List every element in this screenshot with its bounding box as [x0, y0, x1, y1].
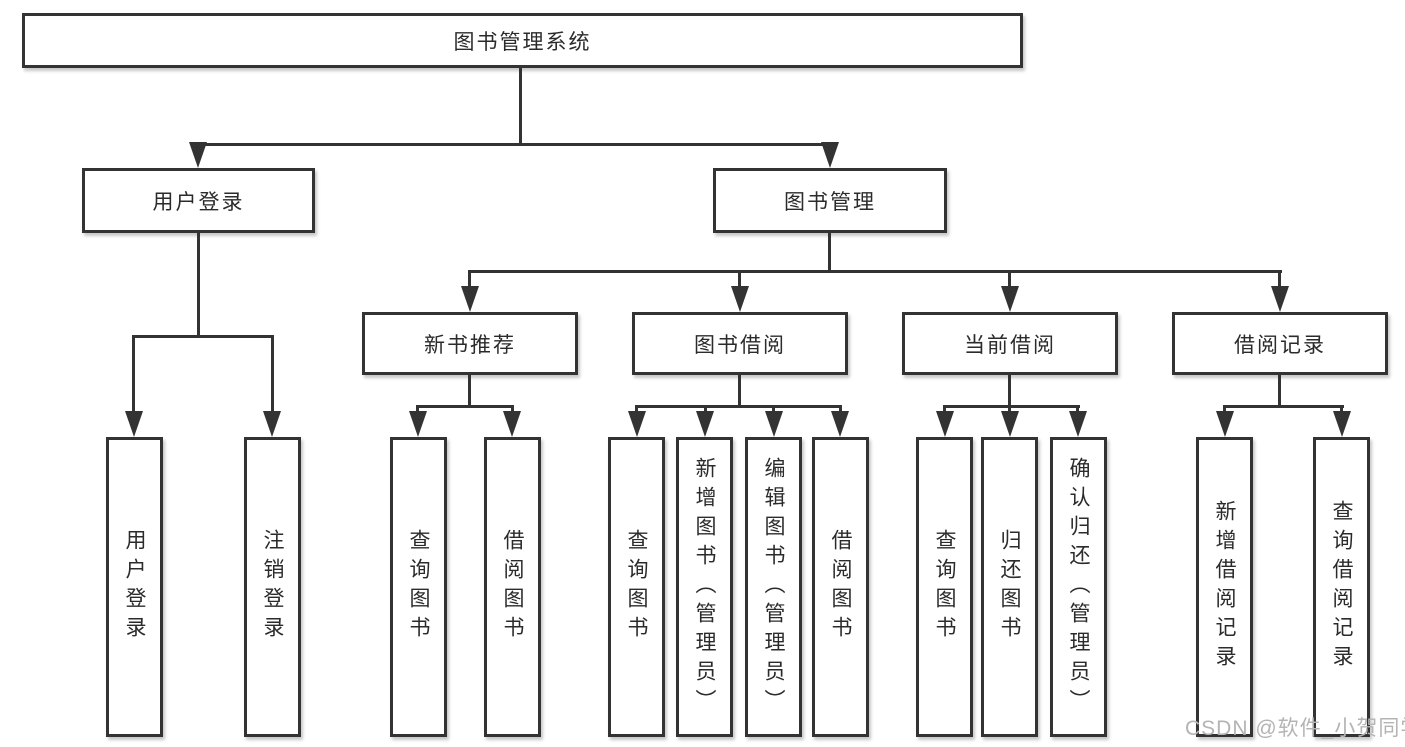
arrowhead-down-icon [1333, 411, 1351, 437]
node-label: 查询图书 [933, 529, 956, 645]
arrowhead-down-icon [696, 411, 714, 437]
arrowhead-down-icon [1216, 411, 1234, 437]
node-current-borrow: 当前借阅 [902, 312, 1118, 375]
leaf-borrow-books-recommend: 借阅图书 [484, 437, 541, 737]
node-label: 归还图书 [998, 529, 1021, 645]
leaf-add-borrow-record: 新增借阅记录 [1196, 437, 1253, 737]
node-label: 查询图书 [625, 529, 648, 645]
connector-line [1076, 405, 1079, 415]
connector-line [416, 405, 419, 415]
node-label: 确认归还（管理员） [1067, 456, 1090, 718]
arrowhead-down-icon [628, 411, 646, 437]
node-label: 新增借阅记录 [1213, 500, 1236, 674]
node-label: 新增图书（管理员） [693, 456, 716, 718]
connector-line [132, 335, 135, 413]
node-book-management: 图书管理 [713, 168, 947, 233]
connector-line [1223, 405, 1226, 415]
csdn-watermark: CSDN @软件_小贺同学 [1185, 717, 1405, 740]
connector-line [943, 405, 946, 415]
arrowhead-down-icon [1001, 286, 1019, 312]
connector-line [828, 233, 831, 273]
arrowhead-down-icon [1001, 411, 1019, 437]
connector-line [468, 375, 471, 407]
connector-line [197, 143, 832, 146]
leaf-user-login: 用户登录 [106, 437, 163, 737]
node-label: 查询图书 [407, 529, 430, 645]
arrowhead-down-icon [831, 411, 849, 437]
connector-line [738, 270, 741, 290]
node-label: 图书借阅 [694, 333, 786, 357]
connector-line [511, 405, 514, 415]
arrowhead-down-icon [1069, 411, 1087, 437]
node-label: 注销登录 [261, 529, 284, 645]
connector-line [1278, 270, 1281, 290]
node-label: 图书管理 [784, 190, 876, 214]
arrowhead-down-icon [409, 411, 427, 437]
node-label: 新书推荐 [424, 333, 516, 357]
arrowhead-down-icon [461, 286, 479, 312]
node-book-borrow: 图书借阅 [632, 312, 848, 375]
connector-line [1008, 270, 1011, 290]
connector-line [468, 270, 1282, 273]
node-label: 图书管理系统 [453, 30, 592, 54]
connector-line [704, 405, 707, 415]
node-label: 借阅记录 [1234, 333, 1326, 357]
connector-line [635, 405, 638, 415]
connector-line [839, 405, 842, 415]
node-label: 查询借阅记录 [1330, 500, 1353, 674]
connector-line [519, 68, 522, 145]
connector-line [635, 405, 842, 408]
node-label: 编辑图书（管理员） [762, 456, 785, 718]
arrowhead-down-icon [821, 142, 839, 168]
arrowhead-down-icon [936, 411, 954, 437]
connector-line [1340, 405, 1343, 415]
connector-line [271, 335, 274, 413]
connector-line [416, 405, 514, 408]
node-user-login: 用户登录 [82, 168, 315, 233]
connector-line [468, 270, 471, 290]
leaf-edit-book-admin: 编辑图书（管理员） [745, 437, 802, 737]
node-label: 当前借阅 [964, 333, 1056, 357]
arrowhead-down-icon [125, 411, 143, 437]
node-new-book-recommend: 新书推荐 [362, 312, 578, 375]
connector-line [1008, 375, 1011, 407]
node-label: 借阅图书 [501, 529, 524, 645]
arrowhead-down-icon [503, 411, 521, 437]
leaf-query-books-recommend: 查询图书 [390, 437, 447, 737]
connector-line [738, 375, 741, 407]
node-library-system: 图书管理系统 [22, 13, 1023, 68]
leaf-confirm-return-admin: 确认归还（管理员） [1050, 437, 1107, 737]
node-label: 用户登录 [123, 529, 146, 645]
leaf-logout: 注销登录 [244, 437, 301, 737]
connector-line [197, 233, 200, 337]
node-label: 借阅图书 [829, 529, 852, 645]
arrowhead-down-icon [765, 411, 783, 437]
connector-line [1223, 405, 1344, 408]
leaf-borrow-books-borrow: 借阅图书 [812, 437, 869, 737]
connector-line [1278, 375, 1281, 407]
arrowhead-down-icon [731, 286, 749, 312]
leaf-query-borrow-record: 查询借阅记录 [1313, 437, 1370, 737]
connector-line [943, 405, 1080, 408]
leaf-query-books-borrow: 查询图书 [608, 437, 665, 737]
node-borrow-records: 借阅记录 [1172, 312, 1388, 375]
connector-line [772, 405, 775, 415]
arrowhead-down-icon [189, 142, 207, 168]
leaf-return-book: 归还图书 [981, 437, 1038, 737]
node-label: 用户登录 [152, 190, 245, 214]
arrowhead-down-icon [1271, 286, 1289, 312]
leaf-query-books-current: 查询图书 [916, 437, 973, 737]
connector-line [132, 335, 274, 338]
connector-line [1008, 405, 1011, 415]
arrowhead-down-icon [263, 411, 281, 437]
leaf-add-book-admin: 新增图书（管理员） [676, 437, 733, 737]
